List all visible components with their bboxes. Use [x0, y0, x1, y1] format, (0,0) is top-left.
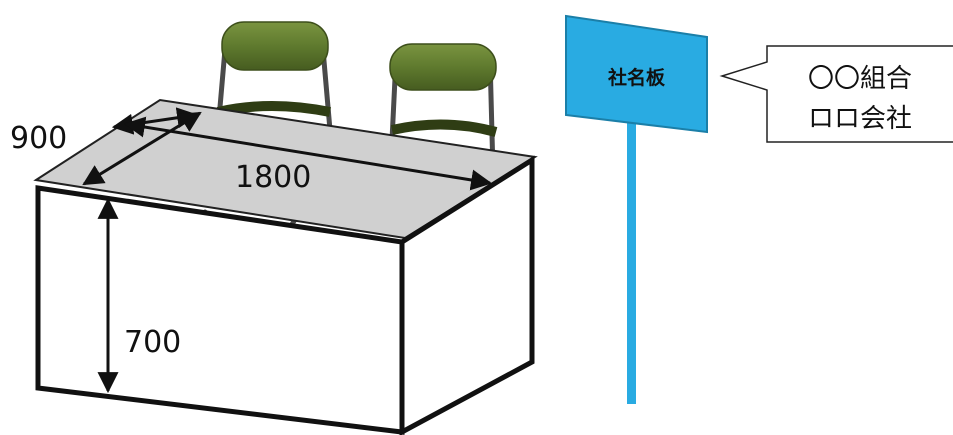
callout-bubble: 〇〇組合 ロロ会社 — [719, 45, 953, 143]
width-arrow-long — [123, 116, 493, 191]
height-label: 700 — [124, 325, 181, 360]
company-name-sign: 社名板 — [565, 14, 708, 404]
dimension-arrows — [82, 107, 493, 394]
callout-line-2: ロロ会社 — [808, 104, 912, 134]
width-label: 1800 — [235, 160, 311, 195]
sign-label: 社名板 — [607, 66, 666, 89]
sign-pole — [627, 118, 636, 404]
sign-board — [565, 14, 708, 134]
callout-line-1: 〇〇組合 — [808, 64, 912, 94]
depth-label: 900 — [10, 121, 67, 156]
